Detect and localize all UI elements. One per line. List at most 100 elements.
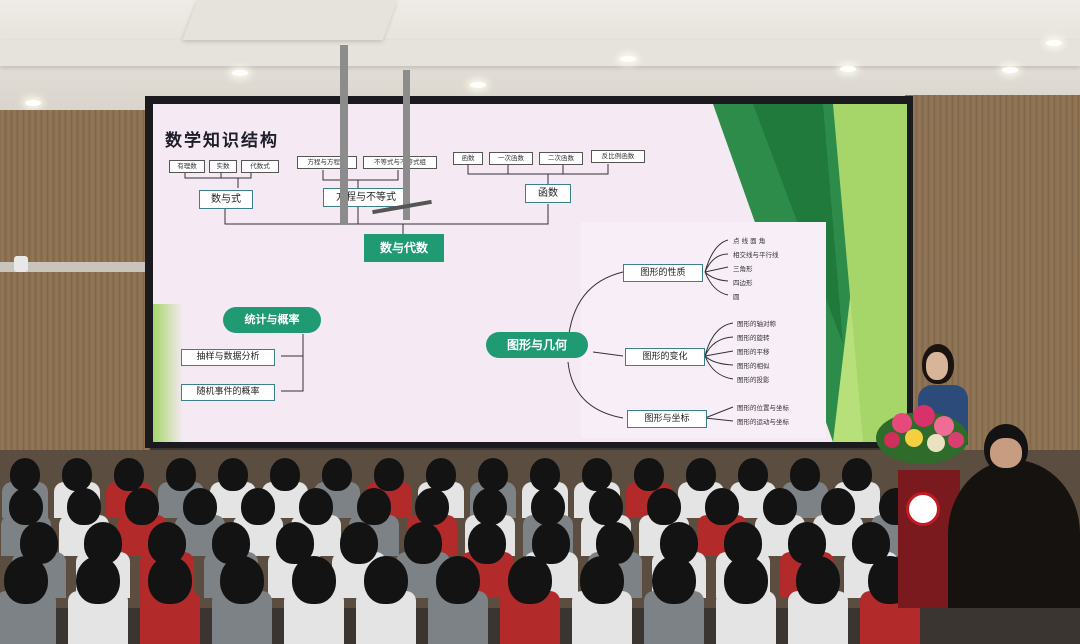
node-algebraic-expressions: 代数式 — [241, 160, 279, 173]
student-head — [292, 556, 336, 605]
projector-pole — [403, 70, 410, 220]
student-head — [67, 488, 101, 526]
student-head — [9, 488, 43, 526]
student-head — [426, 458, 456, 491]
wood-wall-left — [0, 110, 150, 470]
speaker-face — [926, 352, 948, 380]
leaf-rotation: 图形的旋转 — [737, 334, 770, 342]
student-head — [589, 488, 623, 526]
leaf-translation: 图形的平移 — [737, 348, 770, 356]
node-shapes-and-geometry: 图形与几何 — [486, 332, 588, 358]
node-shapes-and-coordinates: 图形与坐标 — [627, 410, 707, 428]
mind-map-lines — [184, 164, 734, 422]
node-statistics-and-probability: 统计与概率 — [223, 307, 321, 333]
node-inequalities: 不等式与不等式组 — [363, 156, 437, 169]
audience-face — [990, 438, 1022, 468]
student-head — [634, 458, 664, 491]
student-head — [842, 458, 872, 491]
leaf-circle: 圆 — [733, 293, 740, 301]
node-function: 函数 — [453, 152, 483, 165]
leaf-intersecting-and-parallel-lines: 相交线与平行线 — [733, 251, 779, 259]
student-head — [4, 556, 48, 605]
leaf-similarity: 图形的相似 — [737, 362, 770, 370]
node-numbers-and-expressions: 数与式 — [199, 190, 253, 209]
student-head — [364, 556, 408, 605]
leaf-motion-and-coordinates: 图形的运动与坐标 — [737, 418, 789, 426]
node-quadratic-function: 二次函数 — [539, 152, 583, 165]
ceiling-light — [1002, 67, 1018, 73]
node-numbers-and-algebra: 数与代数 — [364, 234, 444, 262]
node-inverse-proportion-function: 反比例函数 — [591, 150, 645, 163]
student-head — [652, 556, 696, 605]
student-head — [468, 522, 506, 564]
node-random-event-probability: 随机事件的概率 — [181, 384, 275, 401]
student-head — [738, 458, 768, 491]
student-head — [374, 458, 404, 491]
node-sampling-and-data-analysis: 抽样与数据分析 — [181, 349, 275, 366]
slide-green-edge — [153, 304, 183, 442]
student-head — [436, 556, 480, 605]
student-head — [531, 488, 565, 526]
ceiling-light — [25, 100, 41, 106]
projector-pole — [340, 45, 348, 225]
slide: 数学知识结构 有理数 实数 代数式 数与式 方程与方程组 不等式与不 — [153, 104, 907, 442]
node-shape-properties: 图形的性质 — [623, 264, 703, 282]
student-head — [473, 488, 507, 526]
ceiling-light — [620, 56, 636, 62]
student-head — [322, 458, 352, 491]
slide-title: 数学知识结构 — [165, 131, 279, 151]
student-head — [724, 556, 768, 605]
student-head — [357, 488, 391, 526]
student-head — [580, 556, 624, 605]
student-head — [478, 458, 508, 491]
ceiling-duct — [182, 0, 398, 40]
student-head — [270, 458, 300, 491]
leaf-position-and-coordinates: 图形的位置与坐标 — [737, 404, 789, 412]
node-rational-numbers: 有理数 — [169, 160, 205, 173]
node-equations-and-inequalities: 方程与不等式 — [323, 188, 409, 207]
student-head — [508, 556, 552, 605]
student-head — [582, 458, 612, 491]
student-head — [705, 488, 739, 526]
student-head — [686, 458, 716, 491]
student-head — [340, 522, 378, 564]
node-linear-function: 一次函数 — [489, 152, 533, 165]
leaf-axial-symmetry: 图形的轴对称 — [737, 320, 776, 328]
student-head — [218, 458, 248, 491]
student-head — [220, 556, 264, 605]
student-head — [415, 488, 449, 526]
leaf-quadrilateral: 四边形 — [733, 279, 753, 287]
school-emblem-icon — [906, 492, 940, 526]
node-real-numbers: 实数 — [209, 160, 237, 173]
node-shape-transformations: 图形的变化 — [625, 348, 705, 366]
leaf-point-line-plane-angle: 点 线 面 角 — [733, 237, 766, 245]
student-head — [299, 488, 333, 526]
ceiling-light — [1046, 40, 1062, 46]
student-head — [125, 488, 159, 526]
student-head — [10, 458, 40, 491]
student-head — [114, 458, 144, 491]
ceiling-beam — [0, 40, 1080, 66]
student-head — [166, 458, 196, 491]
student-head — [790, 458, 820, 491]
ceiling-light — [232, 70, 248, 76]
student-head — [763, 488, 797, 526]
student-head — [183, 488, 217, 526]
ceiling-light — [470, 82, 486, 88]
student-head — [530, 458, 560, 491]
student-head — [404, 522, 442, 564]
node-equations: 方程与方程组 — [297, 156, 357, 169]
ceiling-light — [840, 66, 856, 72]
audience — [0, 450, 921, 644]
leaf-projection: 图形的投影 — [737, 376, 770, 384]
camera-icon — [14, 256, 28, 272]
wall-rail — [0, 262, 148, 272]
leaf-triangle: 三角形 — [733, 265, 753, 273]
foreground-person — [948, 460, 1080, 608]
slide-panel — [581, 222, 826, 438]
student-head — [647, 488, 681, 526]
student-head — [241, 488, 275, 526]
flower-bouquet-icon — [876, 405, 968, 464]
student-head — [148, 556, 192, 605]
student-head — [62, 458, 92, 491]
